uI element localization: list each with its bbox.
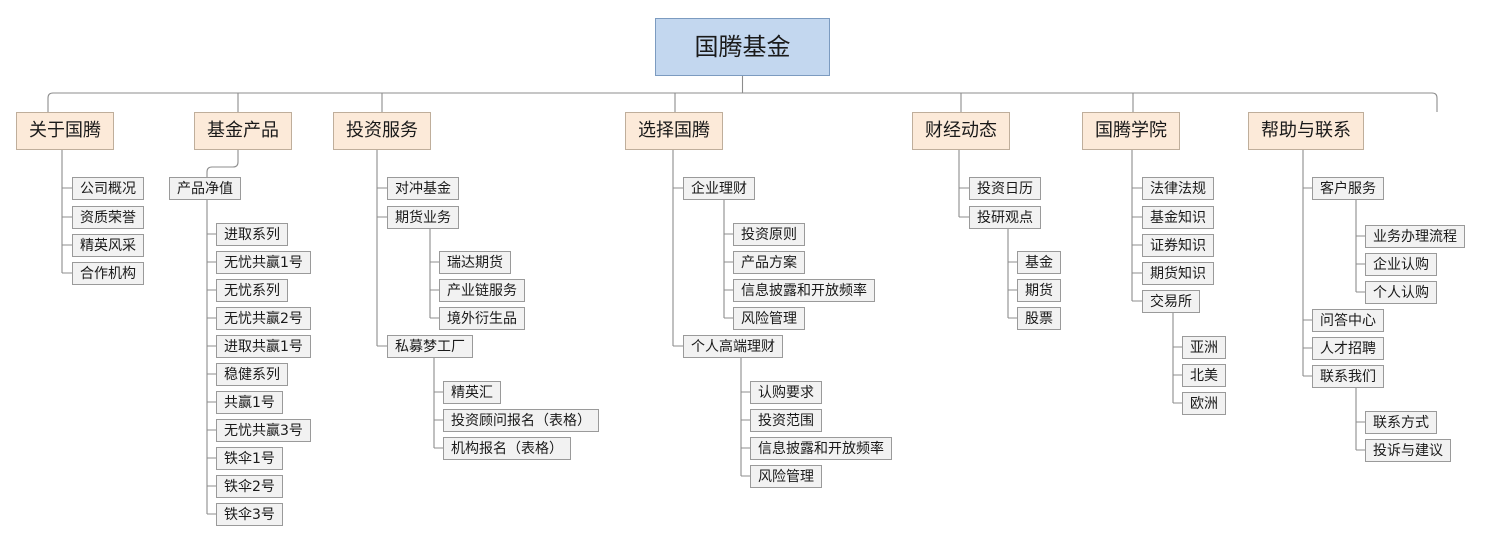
tree-node-b5g1[interactable]: 北美 <box>1182 364 1226 387</box>
connector-research <box>1007 229 1017 319</box>
connector-branch-news <box>958 150 969 218</box>
connector-branch-about <box>61 150 72 274</box>
tree-node-b3g0[interactable]: 投资原则 <box>733 223 805 246</box>
tree-node-b5g0[interactable]: 亚洲 <box>1182 336 1226 359</box>
tree-node-b5g2[interactable]: 欧洲 <box>1182 392 1226 415</box>
connector-contact-us <box>1355 388 1365 451</box>
tree-node-b3c1[interactable]: 个人高端理财 <box>683 335 783 358</box>
tree-node-b1g10[interactable]: 铁伞3号 <box>216 503 283 526</box>
connector-exchanges <box>1172 313 1182 404</box>
tree-node-b0c0[interactable]: 公司概况 <box>72 177 144 200</box>
tree-node-b2g1[interactable]: 产业链服务 <box>439 279 525 302</box>
tree-node-b3g2[interactable]: 信息披露和开放频率 <box>733 279 875 302</box>
tree-node-b3g3[interactable]: 风险管理 <box>733 307 805 330</box>
tree-node-b2h1[interactable]: 投资顾问报名（表格） <box>443 409 599 432</box>
tree-node-b6[interactable]: 帮助与联系 <box>1248 112 1364 150</box>
tree-node-b1c0[interactable]: 产品净值 <box>169 177 241 200</box>
tree-node-b2h0[interactable]: 精英汇 <box>443 381 501 404</box>
tree-node-b3h3[interactable]: 风险管理 <box>750 465 822 488</box>
connector-branch-choose <box>672 150 683 347</box>
tree-node-b6g2[interactable]: 个人认购 <box>1365 281 1437 304</box>
tree-node-b4c1[interactable]: 投研观点 <box>969 206 1041 229</box>
tree-node-b6h1[interactable]: 投诉与建议 <box>1365 439 1451 462</box>
tree-node-b3[interactable]: 选择国腾 <box>625 112 723 150</box>
tree-node-b6c3[interactable]: 联系我们 <box>1312 365 1384 388</box>
tree-node-b3h2[interactable]: 信息披露和开放频率 <box>750 437 892 460</box>
tree-node-b0c1[interactable]: 资质荣誉 <box>72 206 144 229</box>
tree-node-b6c2[interactable]: 人才招聘 <box>1312 337 1384 360</box>
connector-corp-wealth <box>723 200 733 319</box>
tree-node-b4g2[interactable]: 股票 <box>1017 307 1061 330</box>
tree-node-b1g8[interactable]: 铁伞1号 <box>216 447 283 470</box>
connector-personal-wealth <box>740 358 750 477</box>
tree-node-b1g0[interactable]: 进取系列 <box>216 223 288 246</box>
tree-node-b1g9[interactable]: 铁伞2号 <box>216 475 283 498</box>
tree-node-b3c0[interactable]: 企业理财 <box>683 177 755 200</box>
tree-node-b6g1[interactable]: 企业认购 <box>1365 253 1437 276</box>
connector-customer-service <box>1355 200 1365 293</box>
tree-node-b5[interactable]: 国腾学院 <box>1082 112 1180 150</box>
tree-node-b3h0[interactable]: 认购要求 <box>750 381 822 404</box>
tree-node-b5c0[interactable]: 法律法规 <box>1142 177 1214 200</box>
tree-node-b6h0[interactable]: 联系方式 <box>1365 411 1437 434</box>
tree-node-b1g2[interactable]: 无忧系列 <box>216 279 288 302</box>
tree-node-b1g7[interactable]: 无忧共赢3号 <box>216 419 311 442</box>
tree-node-b2[interactable]: 投资服务 <box>333 112 431 150</box>
tree-node-b4g0[interactable]: 基金 <box>1017 251 1061 274</box>
connector-futures <box>429 229 439 319</box>
tree-node-b1g3[interactable]: 无忧共赢2号 <box>216 307 311 330</box>
tree-node-b1g1[interactable]: 无忧共赢1号 <box>216 251 311 274</box>
root-node-guoteng-fund[interactable]: 国腾基金 <box>655 18 830 76</box>
tree-node-b0c3[interactable]: 合作机构 <box>72 262 144 285</box>
tree-node-b1g6[interactable]: 共赢1号 <box>216 391 283 414</box>
connector-branch-invest <box>376 150 387 347</box>
tree-node-b0c2[interactable]: 精英风采 <box>72 234 144 257</box>
tree-node-b5c4[interactable]: 交易所 <box>1142 290 1200 313</box>
tree-node-b5c3[interactable]: 期货知识 <box>1142 262 1214 285</box>
connector-branch-help <box>1302 150 1312 377</box>
tree-node-b1g4[interactable]: 进取共赢1号 <box>216 335 311 358</box>
tree-node-b5c2[interactable]: 证券知识 <box>1142 234 1214 257</box>
tree-node-b4g1[interactable]: 期货 <box>1017 279 1061 302</box>
tree-node-b1[interactable]: 基金产品 <box>194 112 292 150</box>
tree-node-b5c1[interactable]: 基金知识 <box>1142 206 1214 229</box>
tree-node-b4[interactable]: 财经动态 <box>912 112 1010 150</box>
tree-node-b3g1[interactable]: 产品方案 <box>733 251 805 274</box>
tree-node-b2c0[interactable]: 对冲基金 <box>387 177 459 200</box>
tree-node-b0[interactable]: 关于国腾 <box>16 112 114 150</box>
connector-bus <box>47 92 1438 99</box>
tree-node-b4c0[interactable]: 投资日历 <box>969 177 1041 200</box>
tree-node-b3h1[interactable]: 投资范围 <box>750 409 822 432</box>
tree-node-b6c1[interactable]: 问答中心 <box>1312 309 1384 332</box>
connector-dreamfactory <box>433 358 443 449</box>
tree-node-b2c2[interactable]: 私募梦工厂 <box>387 335 473 358</box>
tree-node-b6c0[interactable]: 客户服务 <box>1312 177 1384 200</box>
tree-node-b6g0[interactable]: 业务办理流程 <box>1365 225 1465 248</box>
tree-node-b2g2[interactable]: 境外衍生品 <box>439 307 525 330</box>
connector-fund-items <box>207 233 216 515</box>
tree-node-b2h2[interactable]: 机构报名（表格） <box>443 437 571 460</box>
connector-branch-academy <box>1131 150 1142 302</box>
tree-node-b2c1[interactable]: 期货业务 <box>387 206 459 229</box>
tree-node-b1g5[interactable]: 稳健系列 <box>216 363 288 386</box>
tree-node-b2g0[interactable]: 瑞达期货 <box>439 251 511 274</box>
